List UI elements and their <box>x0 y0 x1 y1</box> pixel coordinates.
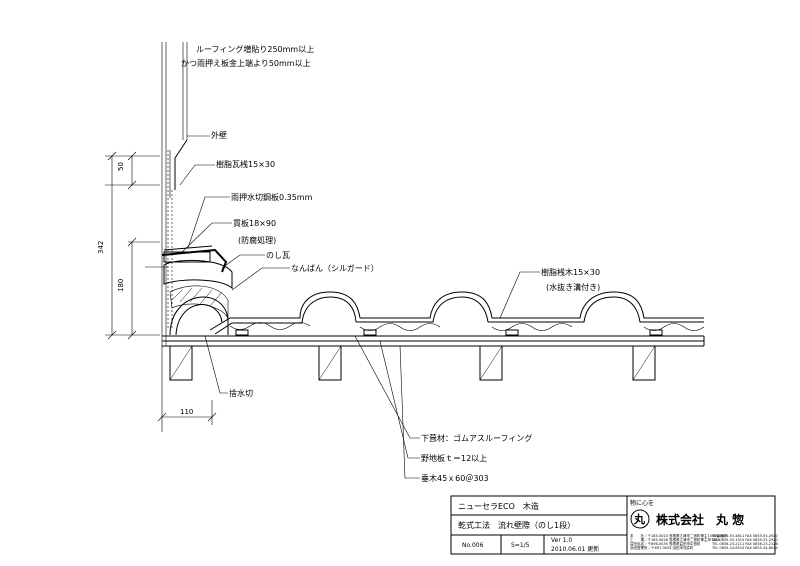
dim-342: 342 <box>97 241 105 254</box>
roof-deck <box>162 335 705 347</box>
drawing-number: No.006 <box>462 542 484 549</box>
logo-mark: 丸 <box>633 512 646 526</box>
exterior-wall-label: 外壁 <box>211 130 227 140</box>
through-board-label: 貫板18×90 <box>233 218 276 228</box>
drip-edge-label: 捨水切 <box>229 388 253 398</box>
dimension-lines <box>105 151 217 425</box>
noshi-tile-area <box>145 245 233 320</box>
address-line-2: 益田支店／〒698-0035 島根県益田市中島町 <box>630 541 701 546</box>
version: Ver 1.0 <box>551 537 572 544</box>
phone-line-0: TEL 0855-53-4811 FAX 0855-53-2920 <box>711 534 778 538</box>
preservative-label: (防腐処理) <box>238 235 276 245</box>
dim-180: 180 <box>117 279 125 292</box>
roofing-overlap-label-1: ルーフィング増貼り250mm以上 <box>196 44 314 54</box>
resin-counter-batten-label: 樹脂桟木15×30 <box>541 267 600 277</box>
rafter-label: 垂木45ｘ60＠303 <box>421 473 489 483</box>
drain-groove-label: (水抜き溝付き) <box>546 282 600 292</box>
dim-110: 110 <box>180 408 193 416</box>
flashing-label: 雨押水切鋼板0.35mm <box>231 192 313 202</box>
company-name: 株式会社 丸 惣 <box>656 512 744 527</box>
scale: S=1/5 <box>511 542 530 549</box>
title-product: ニューセラECO 木造 <box>458 501 539 511</box>
nanban-label: なんばん（シルガード） <box>291 263 379 273</box>
address-line-0: 本 社／〒185-0024 島根県江津市二宮町神主1505番地内 <box>630 533 727 538</box>
sheathing-label: 野地板ｔ＝12以上 <box>421 453 487 463</box>
phone-line-3: TEL 0855-24-6510 FAX 0855-24-8014 <box>711 546 778 550</box>
phone-line-2: TEL 0856-23-2111 FAX 0856-23-2126 <box>711 542 778 546</box>
underlay-label: 下葺材：ゴムアスルーフィング <box>421 433 532 443</box>
address-line-1: 工 場／〒185-0026 島根県江津市二宮町神主甲1480 <box>630 537 720 542</box>
dim-50: 50 <box>117 162 125 171</box>
title-block <box>450 495 776 555</box>
rafters <box>169 345 656 381</box>
logo-tagline: 物に心を <box>630 499 654 507</box>
phone-line-1: TEL 0855-53-1515 FAX 0855-53-2920 <box>711 538 778 542</box>
revision-date: 2010.06.01 更新 <box>551 545 599 553</box>
title-detail: 乾式工法 流れ壁際（のし1段） <box>458 520 575 530</box>
address-line-3: 浜田営業所／〒697-0034 浜田市浅井町 <box>630 545 694 550</box>
roofing-overlap-label-2: かつ雨押え板金上端より50mm以上 <box>181 58 311 68</box>
leader-lines <box>179 135 540 479</box>
resin-batten-label: 樹脂瓦桟15×30 <box>216 159 275 169</box>
roof-tiles <box>169 291 705 336</box>
noshi-tile-label: のし瓦 <box>266 251 290 260</box>
exterior-wall <box>161 42 188 432</box>
